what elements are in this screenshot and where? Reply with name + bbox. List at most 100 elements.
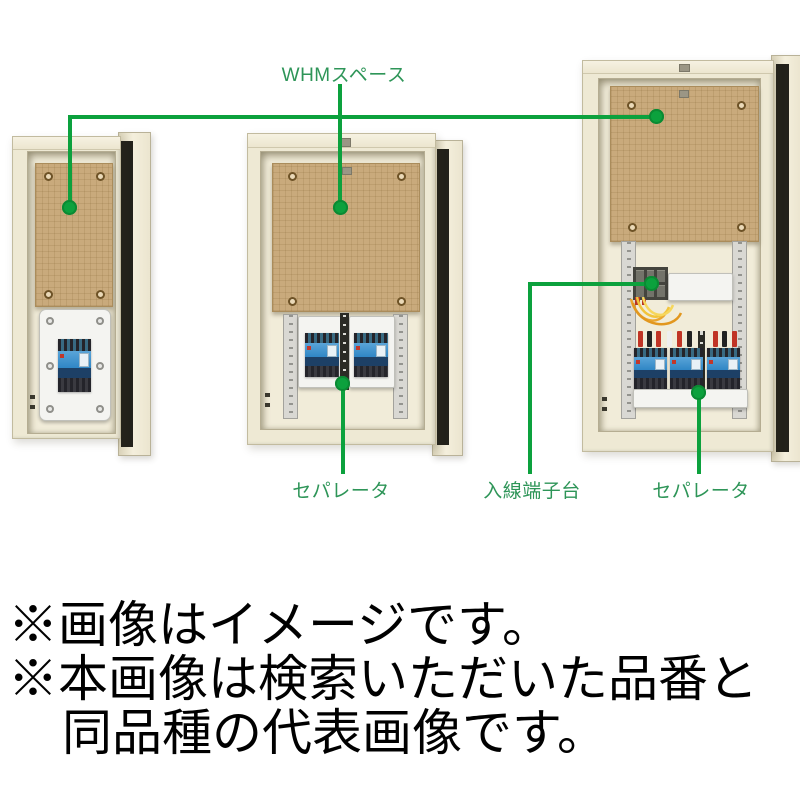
board-knockout <box>342 167 352 175</box>
breaker-plate <box>349 316 395 388</box>
breaker-plate <box>298 316 343 388</box>
breaker-terminals-top <box>58 339 91 351</box>
enclosure-top-edge <box>13 137 120 150</box>
separator-strip <box>340 313 349 390</box>
enclosure-small-door <box>118 132 151 456</box>
bottom-plate <box>633 389 748 408</box>
breaker-body <box>305 342 339 357</box>
inlet-terminal-label: 入線端子台 <box>483 481 581 502</box>
door-gasket <box>121 141 133 447</box>
enclosure-top-edge <box>583 61 773 74</box>
screw-icon <box>46 317 54 325</box>
inlet-callout-line-vertical <box>528 282 532 474</box>
screw-icon <box>44 290 53 299</box>
circuit-breaker <box>354 333 388 377</box>
breaker-terminals-top <box>354 333 388 343</box>
disclaimer-text: ※画像はイメージです。 ※本画像は検索いただいた品番と 同品種の代表画像です。 <box>8 598 758 760</box>
circuit-breaker <box>634 348 667 389</box>
breaker-terminals-top <box>305 333 339 343</box>
wire-pin <box>667 331 672 347</box>
enclosure-small <box>12 136 121 439</box>
breaker-band <box>634 370 667 379</box>
mounting-rail <box>283 314 298 419</box>
whm-callout-line-left <box>68 115 72 211</box>
screw-icon <box>628 223 637 232</box>
separator-label: セパレータ <box>292 481 390 502</box>
screw-icon <box>96 405 104 413</box>
breaker-terminals-bottom <box>707 378 740 389</box>
door-gasket <box>776 64 789 452</box>
breaker-terminals-bottom <box>670 378 703 389</box>
whm-callout-line-vertical <box>338 84 342 210</box>
screw-icon <box>96 317 104 325</box>
breaker-mounting-plate <box>39 309 111 421</box>
screw-icon <box>288 297 297 306</box>
screw-icon <box>96 362 104 370</box>
wire-pin <box>713 331 718 347</box>
breaker-terminals-bottom <box>354 365 388 377</box>
blank-plate <box>668 273 733 301</box>
disclaimer-line-3: 同品種の代表画像です。 <box>62 705 607 761</box>
screw-icon <box>96 290 105 299</box>
screw-icon <box>46 362 54 370</box>
breaker-band <box>707 370 740 379</box>
door-latch <box>679 64 690 72</box>
disclaimer-line-1: ※画像はイメージです。 <box>8 597 552 653</box>
separator-right-callout-line <box>697 396 701 474</box>
door-gasket <box>437 149 449 445</box>
separator-callout-line <box>341 386 345 474</box>
hinge-mark <box>30 395 35 399</box>
whm-space-board <box>272 163 420 312</box>
circuit-breaker <box>305 333 339 377</box>
wire-pin <box>677 331 682 347</box>
breaker-body <box>707 357 740 371</box>
breaker-body <box>58 350 91 368</box>
screw-icon <box>737 223 746 232</box>
breaker-band <box>305 356 339 366</box>
breaker-terminals-top <box>670 348 703 358</box>
separator-right-pointer-dot <box>691 385 706 400</box>
circuit-breaker <box>58 339 91 392</box>
board-knockout <box>679 90 689 98</box>
screw-icon <box>397 172 406 181</box>
wire-pin <box>732 331 737 347</box>
whm-callout-line-horizontal <box>68 115 659 119</box>
enclosure-large <box>582 60 774 452</box>
breaker-terminals-bottom <box>305 365 339 377</box>
whm-pointer-dot <box>333 200 348 215</box>
hinge-mark <box>30 405 35 409</box>
breaker-body <box>634 357 667 371</box>
screw-icon <box>397 297 406 306</box>
screw-icon <box>288 172 297 181</box>
breaker-body <box>354 342 388 357</box>
hinge-mark <box>265 403 270 407</box>
breaker-terminals-bottom <box>58 378 91 392</box>
separator-right-label: セパレータ <box>652 481 750 502</box>
screw-icon <box>627 101 636 110</box>
hinge-mark <box>602 397 607 401</box>
hinge-mark <box>602 407 607 411</box>
screw-icon <box>46 405 54 413</box>
screw-icon <box>737 101 746 110</box>
enclosure-large-door <box>771 55 800 462</box>
breaker-body <box>670 357 703 371</box>
wire-pin <box>722 331 727 347</box>
enclosure-medium-door <box>432 140 463 456</box>
hinge-mark <box>265 393 270 397</box>
whm-space-label: WHMスペース <box>281 65 407 86</box>
wire-pin <box>656 331 661 347</box>
whm-pointer-dot <box>649 109 664 124</box>
whm-space-board <box>35 163 113 307</box>
disclaimer-line-2: ※本画像は検索いただいた品番と <box>8 651 758 707</box>
inlet-callout-line-horizontal <box>528 282 650 286</box>
wire-pin <box>647 331 652 347</box>
circuit-breaker <box>707 348 740 389</box>
whm-space-board <box>610 86 759 242</box>
breaker-band <box>58 367 91 379</box>
screw-icon <box>96 172 105 181</box>
screw-icon <box>44 172 53 181</box>
breaker-terminals-top <box>634 348 667 358</box>
wire-pin <box>687 331 692 347</box>
wire-pin <box>638 331 643 347</box>
